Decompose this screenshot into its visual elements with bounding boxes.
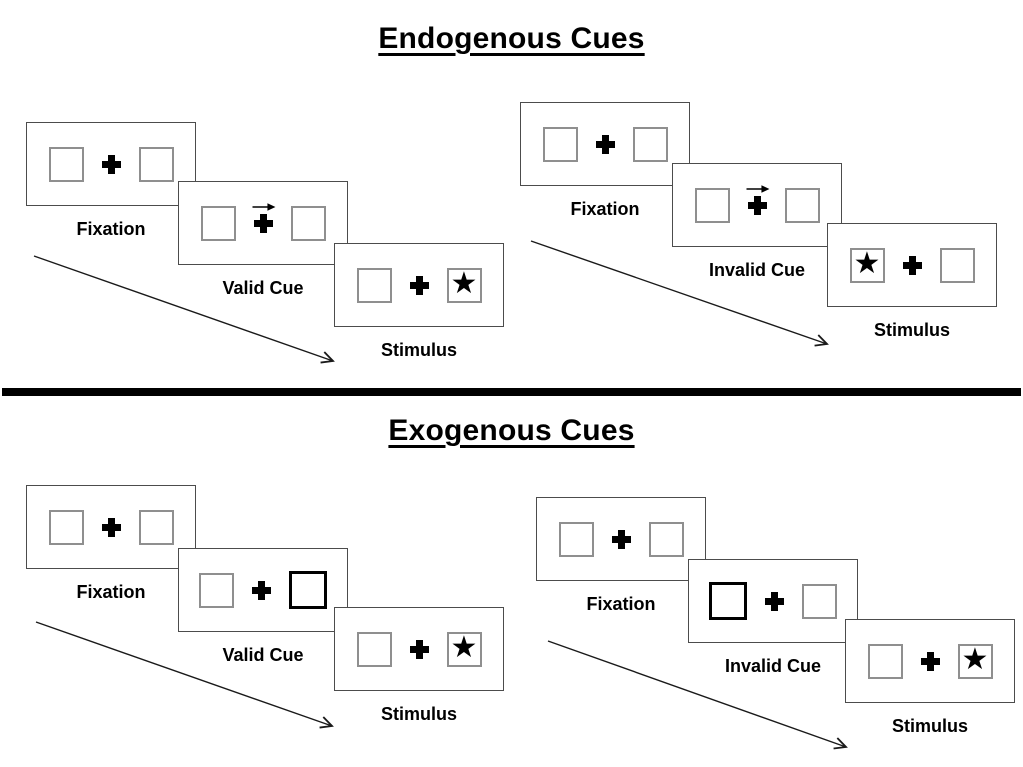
right-box <box>632 126 668 162</box>
step-fixation: Fixation <box>536 497 706 619</box>
left-box <box>199 572 234 608</box>
cue-panel <box>178 548 348 632</box>
left-box <box>48 146 84 182</box>
right-box <box>939 247 975 283</box>
star-icon: ★ <box>450 631 478 664</box>
left-box <box>558 521 594 557</box>
exogenous-section-title: Exogenous Cues <box>388 414 635 447</box>
step-label: Invalid Cue <box>724 656 822 676</box>
fixation-cross-icon <box>595 134 615 154</box>
fixation-cross-icon <box>611 529 631 549</box>
step-valid-cue: Valid Cue <box>178 548 348 670</box>
star-icon: ★ <box>450 267 478 300</box>
step-stimulus: ★ Stimulus <box>334 607 504 729</box>
right-box <box>290 205 326 241</box>
step-label: Valid Cue <box>222 645 304 665</box>
stimulus-panel: ★ <box>827 223 997 307</box>
step-label: Invalid Cue <box>708 260 806 280</box>
right-box <box>802 583 837 619</box>
cue-panel <box>688 559 858 643</box>
right-box-cue-highlight <box>289 571 327 609</box>
step-label: Stimulus <box>380 340 457 360</box>
fixation-cross-icon <box>252 580 271 600</box>
left-box-cue-highlight <box>709 582 747 620</box>
endogenous-section-title: Endogenous Cues <box>378 22 645 55</box>
timeline-arrow <box>530 240 829 347</box>
right-box: ★ <box>957 643 993 679</box>
fixation-panel <box>536 497 706 581</box>
right-box: ★ <box>446 631 482 667</box>
section-divider <box>2 388 1021 396</box>
right-box <box>138 146 174 182</box>
star-icon: ★ <box>853 247 881 280</box>
timeline-arrow <box>547 640 848 750</box>
fixation-panel <box>26 485 196 569</box>
step-label: Fixation <box>76 219 146 239</box>
star-icon: ★ <box>961 643 989 676</box>
left-box: ★ <box>849 247 885 283</box>
stimulus-panel: ★ <box>334 607 504 691</box>
fixation-cross-icon <box>101 154 121 174</box>
right-box <box>784 187 820 223</box>
stimulus-panel: ★ <box>334 243 504 327</box>
fixation-panel <box>26 122 196 206</box>
fixation-cross-icon <box>409 275 429 295</box>
fixation-cross-icon <box>765 591 784 611</box>
step-stimulus: ★ Stimulus <box>845 619 1015 741</box>
step-label: Fixation <box>76 582 146 602</box>
timeline-arrow <box>33 255 335 364</box>
left-box <box>356 631 392 667</box>
fixation-cross-icon <box>409 639 429 659</box>
step-invalid-cue: Invalid Cue <box>672 163 842 285</box>
left-box <box>200 205 236 241</box>
left-box <box>867 643 903 679</box>
step-label: Stimulus <box>891 716 968 736</box>
step-label: Stimulus <box>380 704 457 724</box>
step-fixation: Fixation <box>26 485 196 607</box>
step-stimulus: ★ Stimulus <box>827 223 997 345</box>
timeline-arrow <box>35 621 334 729</box>
right-box <box>138 509 174 545</box>
step-valid-cue: Valid Cue <box>178 181 348 303</box>
step-fixation: Fixation <box>26 122 196 244</box>
step-label: Fixation <box>586 594 656 614</box>
step-stimulus: ★ Stimulus <box>334 243 504 365</box>
step-label: Valid Cue <box>222 278 304 298</box>
left-box <box>694 187 730 223</box>
cue-panel <box>178 181 348 265</box>
left-box <box>48 509 84 545</box>
fixation-cross-icon <box>747 195 767 215</box>
fixation-panel <box>520 102 690 186</box>
cue-panel <box>672 163 842 247</box>
fixation-cross-icon <box>920 651 940 671</box>
left-box <box>356 267 392 303</box>
fixation-cross-icon <box>253 213 273 233</box>
step-label: Fixation <box>570 199 640 219</box>
cue-arrow-icon <box>252 202 276 212</box>
step-label: Stimulus <box>873 320 950 340</box>
cue-arrow-icon <box>746 184 770 194</box>
fixation-cross-icon <box>101 517 121 537</box>
stimulus-panel: ★ <box>845 619 1015 703</box>
step-invalid-cue: Invalid Cue <box>688 559 858 681</box>
fixation-cross-icon <box>902 255 922 275</box>
right-box: ★ <box>446 267 482 303</box>
right-box <box>648 521 684 557</box>
left-box <box>542 126 578 162</box>
step-fixation: Fixation <box>520 102 690 224</box>
